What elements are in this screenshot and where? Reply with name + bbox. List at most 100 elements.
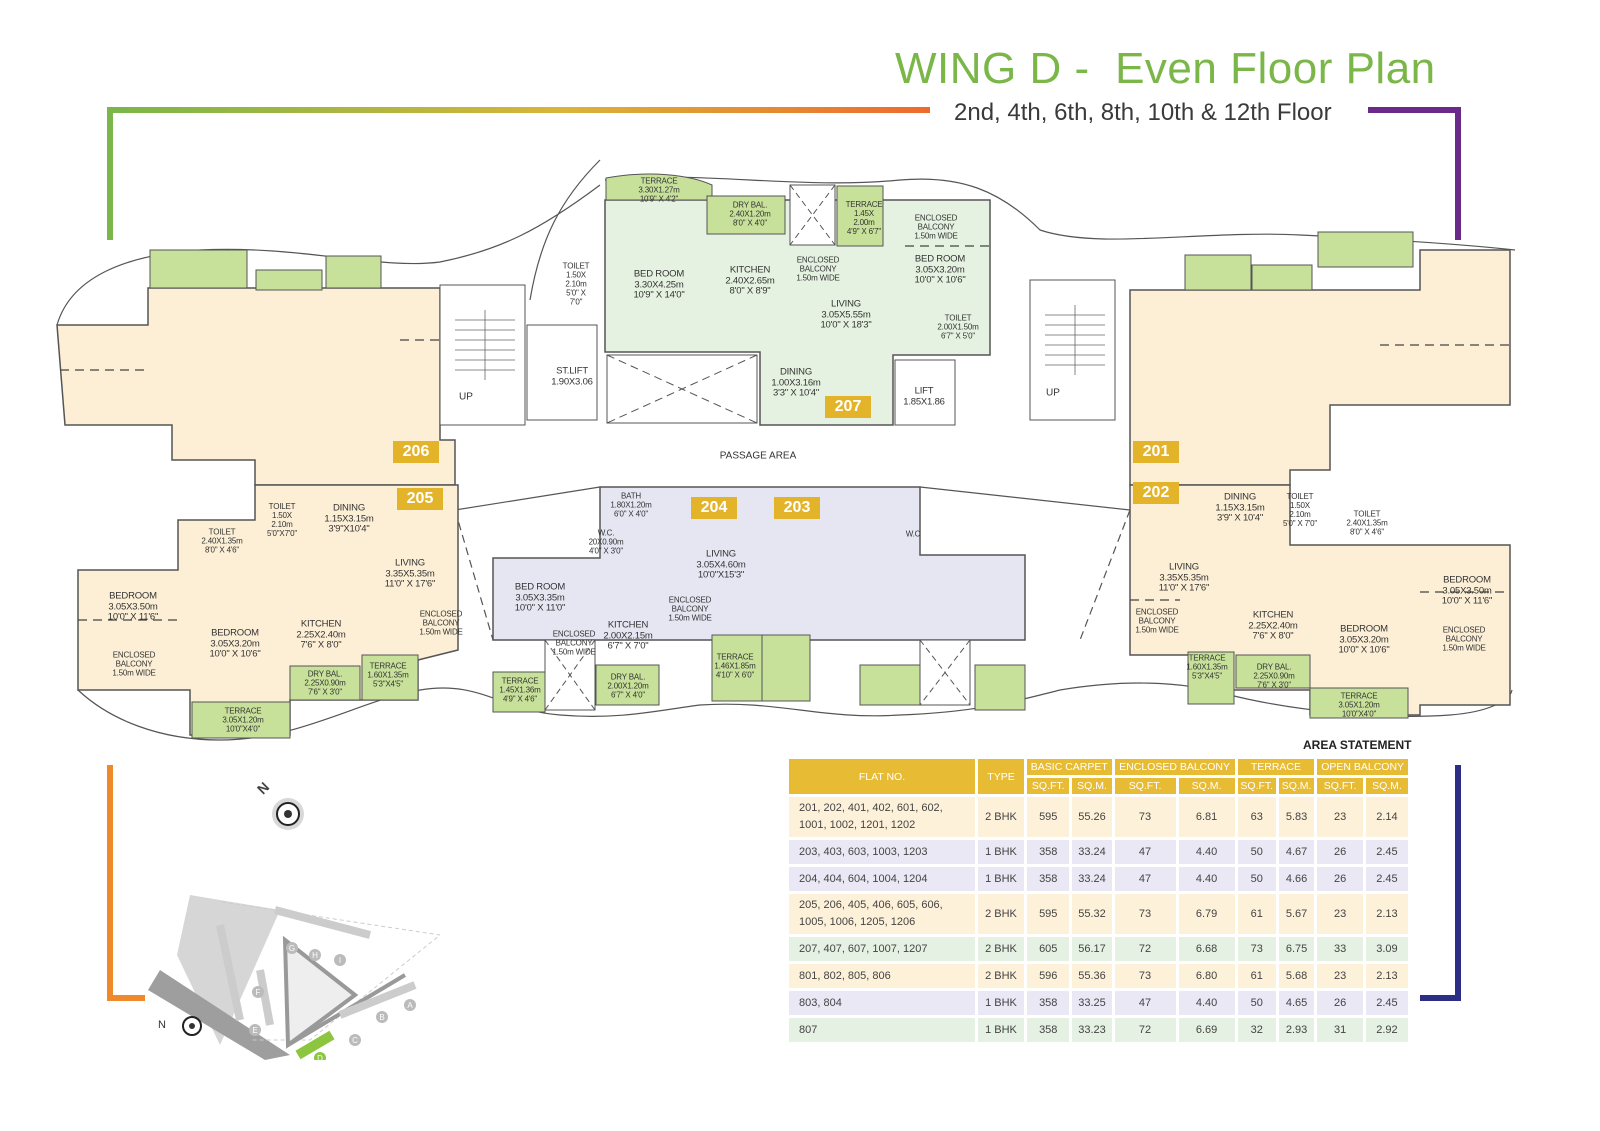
area-value: 61 — [1237, 964, 1276, 988]
room-label: TERRACE 3.05X1.20m 10'0"X4'0" — [222, 706, 264, 734]
area-value: 4.40 — [1178, 867, 1235, 891]
flat-type: 1 BHK — [978, 840, 1024, 864]
area-value: 6.69 — [1178, 1018, 1235, 1042]
area-value: 595 — [1027, 894, 1070, 934]
room-label: TERRACE 1.45X1.36m 4'9" X 4'6" — [499, 676, 541, 704]
room-label: TOILET 2.00X1.50m 6'7" X 5'0" — [937, 313, 979, 341]
area-value: 2.92 — [1365, 1018, 1408, 1042]
room-label: LIVING 3.05X5.55m 10'0" X 18'3" — [820, 298, 872, 331]
area-value: 23 — [1317, 894, 1363, 934]
area-value: 26 — [1317, 867, 1363, 891]
flat-numbers: 203, 403, 603, 1003, 1203 — [789, 840, 975, 864]
block-g-label: G — [289, 944, 295, 953]
area-value: 33.25 — [1072, 991, 1112, 1015]
area-value: 47 — [1114, 867, 1176, 891]
room-label: TERRACE 3.05X1.20m 10'0"X4'0" — [1338, 691, 1380, 719]
col-basic-carpet: BASIC CARPET — [1027, 759, 1112, 775]
room-label: ENCLOSED BALCONY 1.50m WIDE — [552, 629, 596, 657]
area-value: 56.17 — [1072, 937, 1112, 961]
area-value: 61 — [1237, 894, 1276, 934]
flat-numbers: 207, 407, 607, 1007, 1207 — [789, 937, 975, 961]
area-value: 32 — [1237, 1018, 1276, 1042]
room-label: ENCLOSED BALCONY 1.50m WIDE — [419, 609, 463, 637]
area-value: 358 — [1027, 840, 1070, 864]
area-value: 6.79 — [1178, 894, 1235, 934]
stair-up-label: UP — [1046, 387, 1060, 399]
room-label: DINING 1.15X3.15m 3'9" X 10'4" — [1215, 491, 1265, 524]
room-label: TERRACE 1.45X 2.00m 4'9" X 6'7" — [845, 200, 883, 236]
flat-type: 2 BHK — [978, 894, 1024, 934]
col-sqm: SQ.M. — [1278, 778, 1315, 794]
flat-type: 1 BHK — [978, 1018, 1024, 1042]
area-value: 33.24 — [1072, 867, 1112, 891]
col-type: TYPE — [978, 759, 1024, 794]
room-label: BED ROOM 3.05X3.35m 10'0" X 11'0" — [514, 581, 566, 614]
room-label: TOILET 1.50X 2.10m 5'0"X7'0" — [266, 502, 298, 538]
room-label: DRY BAL. 2.00X1.20m 6'7" X 4'0" — [607, 672, 649, 700]
block-b-label: B — [379, 1013, 384, 1022]
flat-type: 2 BHK — [978, 797, 1024, 837]
area-value: 3.09 — [1365, 937, 1408, 961]
area-value: 33.23 — [1072, 1018, 1112, 1042]
area-value: 50 — [1237, 991, 1276, 1015]
area-value: 2.45 — [1365, 867, 1408, 891]
room-label: TERRACE 3.30X1.27m 10'9" X 4'2" — [638, 176, 680, 204]
room-label: BED ROOM 3.05X3.20m 10'0" X 10'6" — [914, 253, 966, 286]
area-value: 6.81 — [1178, 797, 1235, 837]
room-label: BEDROOM 3.05X3.20m 10'0" X 10'6" — [209, 627, 261, 660]
unit-badge-203: 203 — [774, 497, 820, 519]
room-label: LIFT 1.85X1.86 — [903, 385, 945, 407]
col-sqm: SQ.M. — [1178, 778, 1235, 794]
flat-type: 1 BHK — [978, 991, 1024, 1015]
flat-numbers: 803, 804 — [789, 991, 975, 1015]
room-label: LIVING 3.05X4.60m 10'0"X15'3" — [696, 548, 746, 581]
room-label: TERRACE 1.60X1.35m 5'3"X4'5" — [367, 661, 409, 689]
col-sqm: SQ.M. — [1365, 778, 1408, 794]
room-label: ENCLOSED BALCONY 1.50m WIDE — [112, 650, 156, 678]
area-statement-title: AREA STATEMENT — [1303, 738, 1412, 752]
room-label: W.C — [905, 529, 921, 539]
col-sqft: SQ.FT. — [1317, 778, 1363, 794]
room-label: KITCHEN 2.25X2.40m 7'6" X 8'0" — [296, 618, 346, 651]
area-value: 31 — [1317, 1018, 1363, 1042]
keyplan-compass-icon — [182, 1016, 202, 1036]
room-label: ENCLOSED BALCONY 1.50m WIDE — [668, 595, 712, 623]
page-title: WING D - Even Floor Plan — [895, 44, 1436, 93]
area-value: 47 — [1114, 991, 1176, 1015]
col-sqft: SQ.FT. — [1027, 778, 1070, 794]
col-terrace: TERRACE — [1237, 759, 1315, 775]
room-label: KITCHEN 2.40X2.65m 8'0" X 8'9" — [725, 264, 775, 297]
room-label: DRY BAL. 2.25X0.90m 7'6" X 3'0" — [304, 669, 346, 697]
area-value: 33 — [1317, 937, 1363, 961]
flat-numbers: 801, 802, 805, 806 — [789, 964, 975, 988]
room-label: BATH 1.80X1.20m 6'0" X 4'0" — [610, 491, 652, 519]
key-plan: A B C D E F G H I — [148, 895, 440, 1060]
area-value: 73 — [1114, 964, 1176, 988]
stairs — [455, 305, 1105, 380]
room-label: ENCLOSED BALCONY 1.50m WIDE — [1442, 625, 1486, 653]
block-a-label: A — [407, 1001, 413, 1010]
area-value: 73 — [1114, 797, 1176, 837]
block-h-label: H — [312, 951, 318, 960]
area-value: 596 — [1027, 964, 1070, 988]
block-i-label: I — [339, 956, 341, 965]
area-value: 72 — [1114, 1018, 1176, 1042]
unit-badge-204: 204 — [691, 497, 737, 519]
unit-badge-202: 202 — [1133, 482, 1179, 504]
flat-numbers: 204, 404, 604, 1004, 1204 — [789, 867, 975, 891]
room-label: BEDROOM 3.05X3.20m 10'0" X 10'6" — [1338, 623, 1390, 656]
terraces — [149, 173, 1414, 739]
keyplan-north-label: N — [158, 1019, 166, 1031]
area-value: 50 — [1237, 840, 1276, 864]
area-value: 26 — [1317, 991, 1363, 1015]
area-value: 6.80 — [1178, 964, 1235, 988]
area-value: 55.26 — [1072, 797, 1112, 837]
area-value: 23 — [1317, 797, 1363, 837]
passage-area-label: PASSAGE AREA — [719, 450, 797, 462]
area-value: 23 — [1317, 964, 1363, 988]
stair-up-label: UP — [459, 391, 473, 403]
